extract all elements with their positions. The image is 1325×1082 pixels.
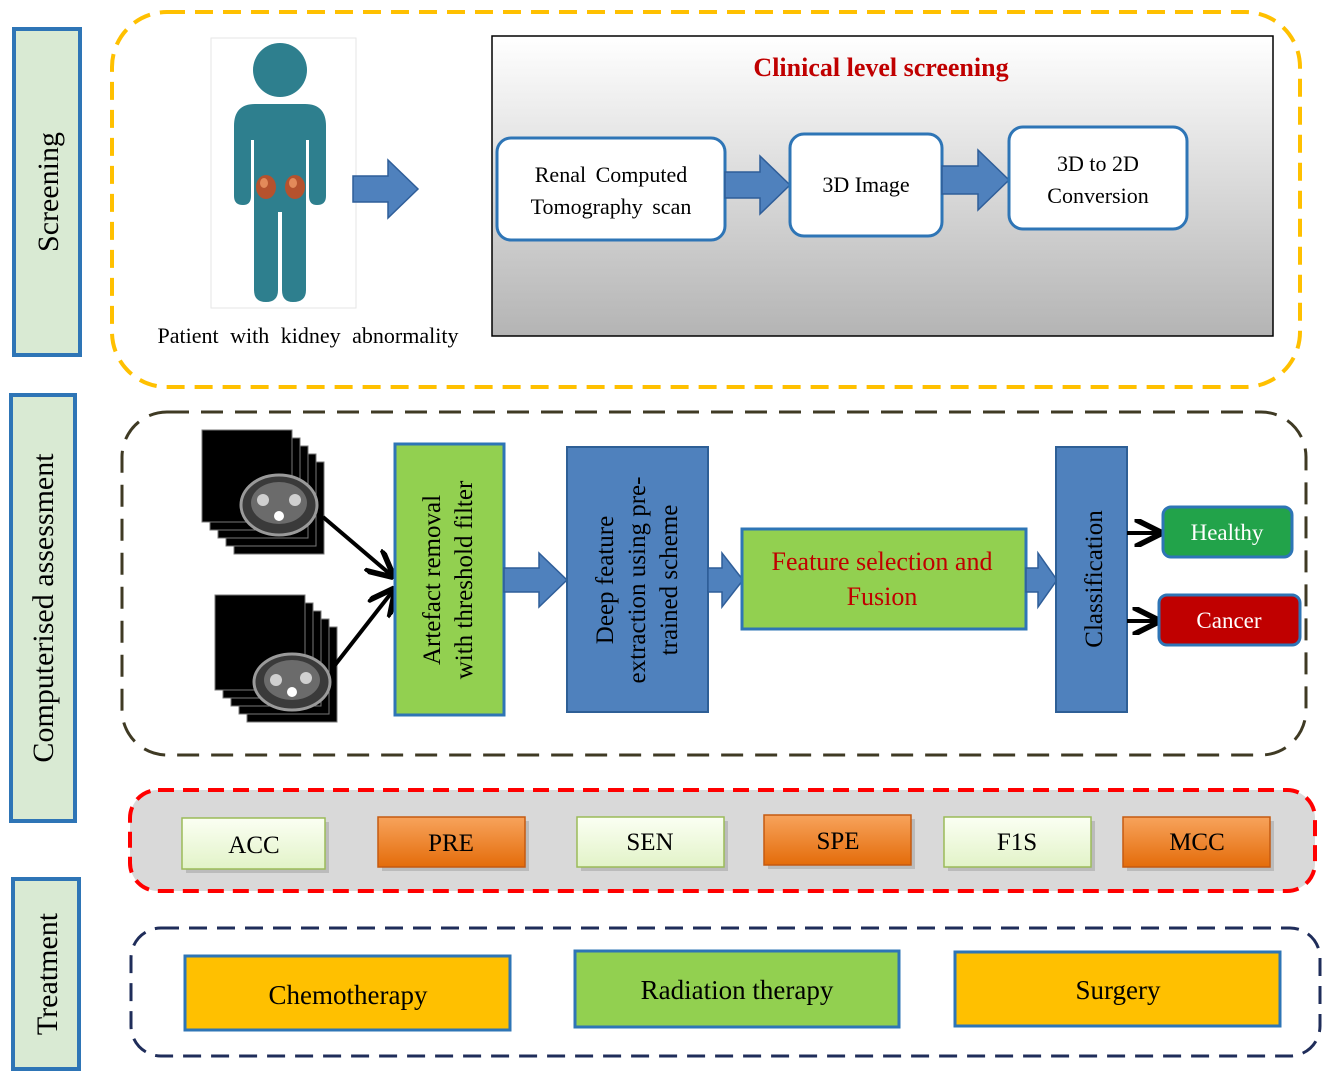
arrow-ct-top bbox=[321, 515, 390, 574]
metric-f1s-text: F1S bbox=[997, 829, 1037, 856]
treatment-chemo bbox=[183, 954, 512, 1032]
healthy-box bbox=[1161, 505, 1294, 559]
arrow-step2-step3 bbox=[941, 148, 1011, 212]
treatment-radiation-text: Radiation therapy bbox=[641, 975, 834, 1005]
treatment-surgery-text: Surgery bbox=[1076, 975, 1161, 1005]
healthy-text: Healthy bbox=[1191, 520, 1264, 545]
arrow-artefact-deep bbox=[503, 551, 569, 609]
ct-stack-bottom bbox=[214, 594, 338, 723]
patient-caption: Patient with kidney abnormality bbox=[158, 323, 459, 348]
screening-frame bbox=[110, 10, 1302, 389]
cancer-box bbox=[1157, 593, 1302, 647]
metric-mcc: MCC bbox=[1122, 816, 1274, 871]
metric-pre-text: PRE bbox=[428, 830, 474, 857]
step-renal-ct bbox=[495, 136, 727, 242]
metric-acc-text: ACC bbox=[228, 832, 279, 859]
metric-mcc-text: MCC bbox=[1169, 829, 1225, 856]
metric-f1s: F1S bbox=[943, 816, 1095, 871]
treatment-surgery bbox=[953, 950, 1282, 1028]
stage-treatment-text: Treatment bbox=[31, 912, 64, 1035]
deep-line3: trained scheme bbox=[656, 505, 683, 656]
stage-assessment-text: Computerised assessment bbox=[27, 453, 60, 763]
arrow-deep-fusion bbox=[707, 550, 744, 610]
metric-pre: PRE bbox=[377, 816, 529, 871]
arrow-to-clinical bbox=[352, 158, 420, 220]
cancer-text: Cancer bbox=[1196, 608, 1261, 633]
ct-stack-top bbox=[201, 429, 325, 555]
stage-screening-text: Screening bbox=[32, 132, 65, 252]
classification-box bbox=[1055, 446, 1128, 713]
step-renal-ct-line2: Tomography scan bbox=[531, 194, 692, 219]
metric-spe: SPE bbox=[763, 814, 915, 869]
step-renal-ct-line1: Renal Computed bbox=[535, 162, 687, 187]
arrow-step1-step2 bbox=[724, 154, 792, 216]
fusion-line1: Feature selection and bbox=[772, 547, 993, 576]
step-conversion bbox=[1007, 125, 1189, 231]
clinical-title: Clinical level screening bbox=[753, 53, 1008, 82]
patient-icon bbox=[210, 37, 357, 309]
artefact-line1: Artefact removal bbox=[419, 495, 446, 665]
stage-label-assessment: Computerised assessment bbox=[9, 393, 77, 823]
step-conversion-line2: Conversion bbox=[1047, 183, 1148, 208]
step-conversion-line1: 3D to 2D bbox=[1057, 151, 1139, 176]
step-3d-image-text: 3D Image bbox=[822, 172, 909, 197]
assessment-frame bbox=[120, 410, 1308, 757]
metric-sen: SEN bbox=[576, 816, 728, 871]
arrow-ct-bottom bbox=[333, 592, 392, 667]
arrow-fusion-class bbox=[1025, 550, 1058, 610]
metric-spe-text: SPE bbox=[816, 828, 859, 855]
stage-label-treatment: Treatment bbox=[11, 877, 81, 1071]
treatment-radiation bbox=[573, 949, 901, 1029]
metric-acc: ACC bbox=[181, 817, 329, 873]
artefact-removal-box bbox=[393, 442, 506, 717]
classification-text: Classification bbox=[1081, 510, 1108, 648]
stage-label-screening: Screening bbox=[12, 27, 82, 357]
treatment-frame bbox=[129, 926, 1322, 1058]
deep-line1: Deep feature bbox=[592, 516, 619, 644]
deep-line2: extraction using pre- bbox=[624, 477, 651, 684]
fusion-box bbox=[740, 527, 1028, 631]
deep-feature-box bbox=[566, 446, 709, 713]
metric-sen-text: SEN bbox=[626, 829, 673, 856]
fusion-line2: Fusion bbox=[847, 582, 918, 611]
treatment-chemo-text: Chemotherapy bbox=[269, 980, 428, 1010]
artefact-line2: with threshold filter bbox=[451, 480, 478, 679]
